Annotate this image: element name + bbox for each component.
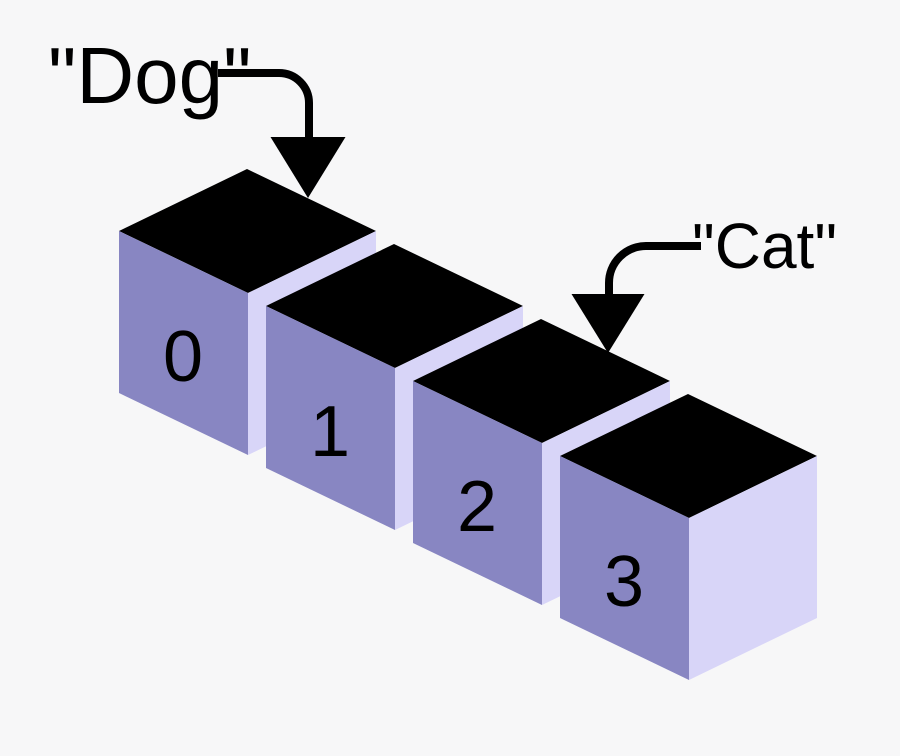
cube-top-face — [266, 244, 523, 368]
cube-top-face — [560, 394, 817, 518]
cube-front-face — [413, 381, 542, 605]
cat-pointer-arrowhead-icon — [571, 294, 645, 353]
cat-pointer-label: "Cat" — [692, 210, 837, 282]
cell-index-label: 3 — [604, 542, 644, 622]
cat-pointer-line — [605, 242, 701, 296]
cube-front-face — [560, 456, 689, 680]
cell-index-label: 0 — [163, 317, 203, 397]
dog-pointer-label: "Dog" — [48, 31, 252, 120]
cube-front-face — [266, 306, 395, 530]
array-cell-3: 3 — [560, 394, 817, 680]
dog-pointer-line — [218, 69, 313, 140]
dog-pointer: "Dog" — [48, 31, 346, 198]
cell-index-label: 2 — [457, 467, 497, 547]
cube-front-face — [119, 231, 248, 455]
cube-top-face — [413, 319, 670, 443]
cube-right-face — [689, 456, 817, 680]
cube-top-face — [119, 169, 376, 293]
dog-pointer-arrowhead-icon — [270, 137, 346, 198]
cat-pointer: "Cat" — [571, 210, 837, 353]
cell-index-label: 1 — [310, 392, 350, 472]
